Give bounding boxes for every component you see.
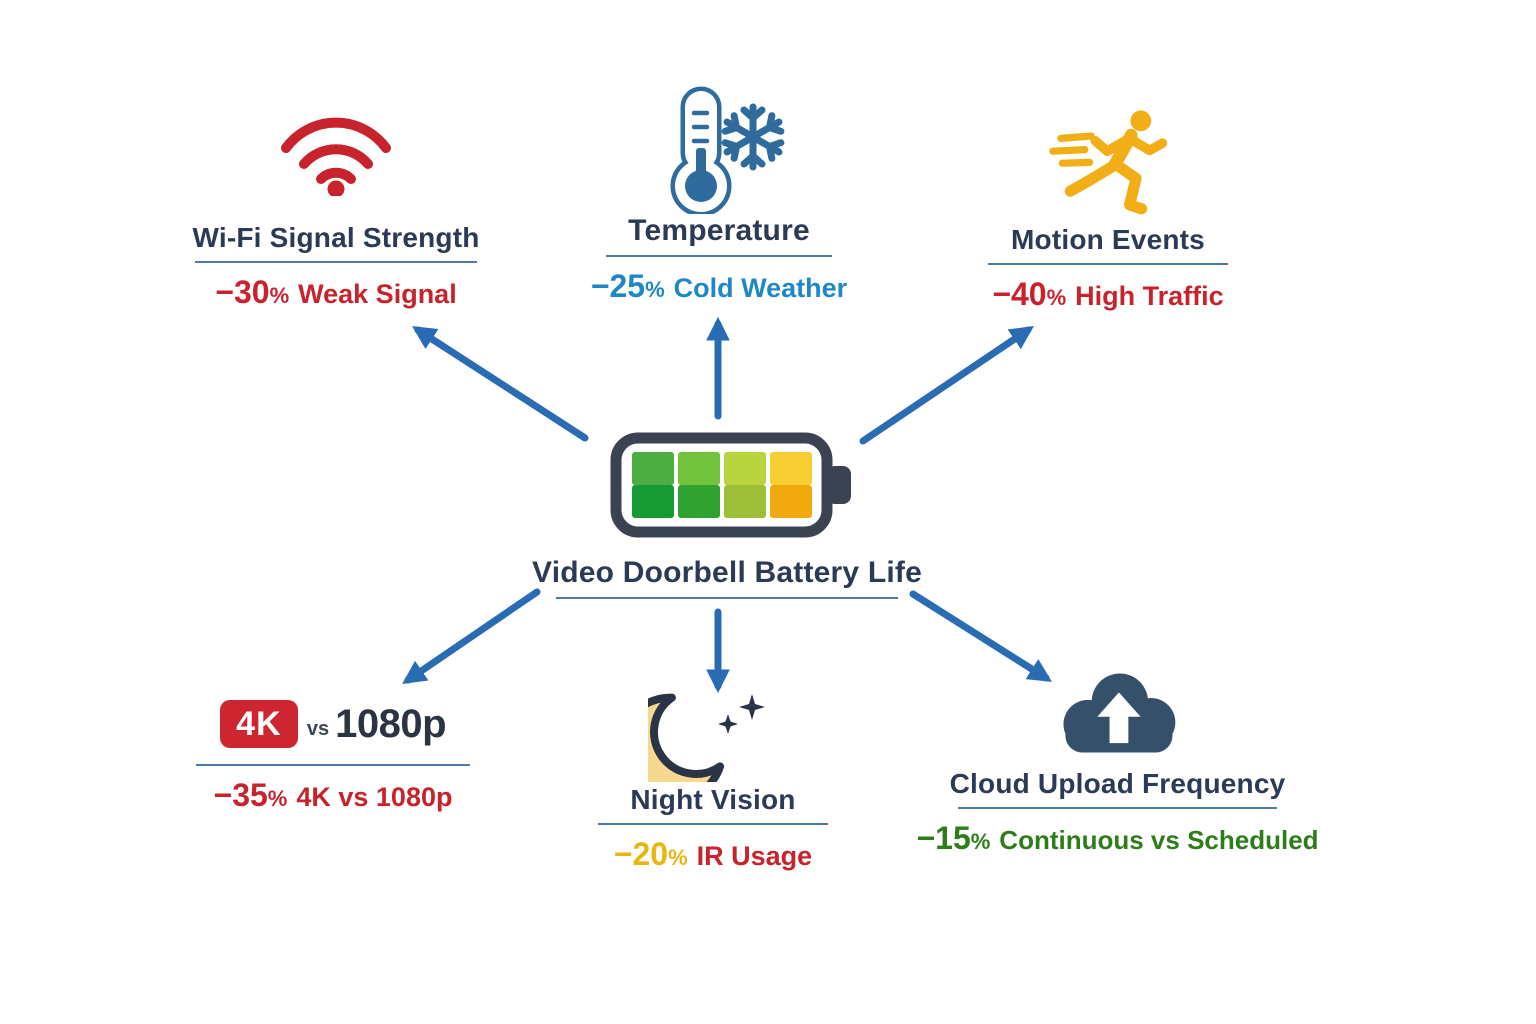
stat-number: −20 xyxy=(613,836,669,872)
stat-label: IR Usage xyxy=(696,841,813,871)
factor-title: Night Vision xyxy=(630,784,796,815)
title-underline xyxy=(556,597,898,599)
factor-title: Cloud Upload Frequency xyxy=(949,768,1286,799)
stat-percent: % xyxy=(668,845,688,870)
stat-number: −40 xyxy=(992,276,1047,312)
resolution-title-row: 4K vs 1080p xyxy=(219,700,447,748)
factor-title: Wi-Fi Signal Strength xyxy=(192,222,480,253)
arrow-to-wifi xyxy=(412,326,589,442)
resolution-label: 1080p xyxy=(335,701,447,746)
stat-number: −30 xyxy=(215,274,270,310)
title-underline xyxy=(196,764,470,766)
stat-percent: % xyxy=(269,283,290,308)
factor-resolution: 4K vs 1080p −35 % 4K vs 1080p xyxy=(196,698,470,814)
factor-night-vision: Night Vision −20 % IR Usage xyxy=(598,682,828,873)
stat-number: −25 xyxy=(590,268,646,304)
stat-percent: % xyxy=(970,829,991,854)
factor-temperature: Temperature −25 % Cold Weather xyxy=(591,86,847,305)
stat-percent: % xyxy=(267,786,288,811)
stat-number: −15 xyxy=(916,820,971,856)
vs-label: vs xyxy=(306,717,330,740)
stat-label: High Traffic xyxy=(1075,281,1224,311)
factor-stat: −35 % 4K vs 1080p xyxy=(214,777,453,814)
title-underline xyxy=(606,255,832,257)
stat-percent: % xyxy=(1046,285,1067,310)
stat-percent: % xyxy=(645,277,665,302)
wifi-icon xyxy=(266,106,406,196)
factor-stat: −30 % Weak Signal xyxy=(215,274,456,311)
battery-icon xyxy=(609,430,859,540)
factor-stat: −20 % IR Usage xyxy=(614,836,812,873)
factor-title: Temperature xyxy=(628,214,810,247)
4k-badge: 4K xyxy=(219,700,298,748)
factor-stat: −15 % Continuous vs Scheduled xyxy=(916,820,1318,857)
title-underline xyxy=(195,261,477,263)
running-person-icon xyxy=(1023,100,1193,220)
stat-label: Cold Weather xyxy=(673,273,848,303)
arrow-to-motion xyxy=(859,326,1034,445)
factor-title: Motion Events xyxy=(1011,224,1205,255)
cloud-upload-icon xyxy=(1048,666,1188,760)
title-underline xyxy=(958,807,1277,809)
arrow-to-resolution xyxy=(402,588,541,685)
center-battery-life: Video Doorbell Battery Life xyxy=(532,430,922,599)
stat-number: −35 xyxy=(213,777,268,813)
thermometer-snowflake-icon xyxy=(649,86,789,214)
factor-wifi-signal: Wi-Fi Signal Strength −30 % Weak Signal xyxy=(192,106,480,311)
stat-label: Continuous vs Scheduled xyxy=(999,825,1319,855)
title-underline xyxy=(598,823,828,825)
factor-stat: −25 % Cold Weather xyxy=(591,268,847,305)
stat-label: Weak Signal xyxy=(298,279,457,309)
factor-stat: −40 % High Traffic xyxy=(992,276,1223,313)
stat-label: 4K vs 1080p xyxy=(296,782,453,812)
diagram-title: Video Doorbell Battery Life xyxy=(532,556,922,589)
factor-motion-events: Motion Events −40 % High Traffic xyxy=(988,100,1228,313)
factor-cloud-upload: Cloud Upload Frequency −15 % Continuous … xyxy=(916,666,1319,857)
title-underline xyxy=(988,263,1228,265)
moon-stars-icon xyxy=(648,682,778,782)
